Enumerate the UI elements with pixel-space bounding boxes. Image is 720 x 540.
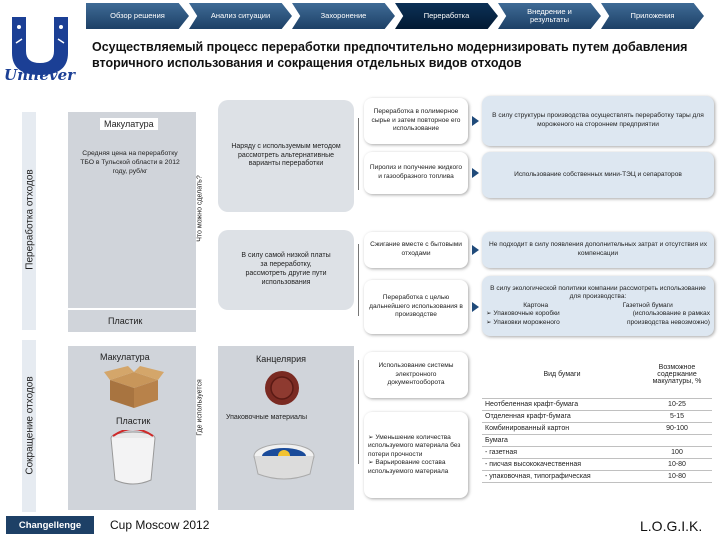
row-value: 10-80 — [642, 470, 712, 483]
table-header: Вид бумаги Возможное содержание макулату… — [482, 352, 712, 399]
arrow-1 — [472, 116, 479, 126]
plastic-title: Пластик — [108, 316, 143, 326]
wax-seal-icon — [265, 371, 299, 405]
tab-landfill[interactable]: Захоронение — [292, 3, 395, 29]
option-pyrolysis: Пиролиз и получение жидкого и газообразн… — [364, 152, 468, 194]
plastic-section — [68, 310, 196, 332]
row-value: 100 — [642, 446, 712, 459]
side-label-reduction: Сокращение отходов — [24, 376, 36, 475]
packaging-bullets-card: ➢ Уменьшение количества используемого ма… — [364, 412, 468, 498]
packaging-label: Упаковочные материалы — [226, 414, 307, 421]
reduction-plastic-label: Пластик — [116, 416, 151, 426]
logo-wordmark: Unilever — [4, 66, 76, 84]
tab-recycling[interactable]: Переработка — [395, 3, 498, 29]
eco-intro: В силу экологической политики компании р… — [490, 284, 706, 301]
paper-section — [68, 112, 196, 308]
bubble-low-fee-line4: использования — [261, 278, 311, 286]
note-mini-chp: Использование собственных мини-ТЭЦ и сеп… — [482, 152, 714, 198]
paper-title: Макулатура — [100, 118, 158, 130]
what-to-do-label: Что можно сделать? — [196, 175, 204, 242]
side-label-recycling: Переработка отходов — [24, 169, 36, 270]
connector-reduction — [358, 360, 359, 464]
eco-item-icecream-note: производства невозможно) — [626, 318, 710, 326]
bubble-low-fee: В силу самой низкой платы за переработку… — [218, 230, 354, 310]
eco-item-boxes: ➢ Упаковочные коробки — [486, 310, 560, 318]
top-navigation: Обзор решения Анализ ситуации Захоронени… — [86, 3, 704, 29]
tab-implementation[interactable]: Внедрение и результаты — [498, 3, 601, 29]
eco-row-1: ➢ Упаковочные коробки (использование в р… — [486, 310, 710, 319]
connector-top — [358, 118, 359, 190]
note-eco-policy: В силу экологической политики компании р… — [482, 276, 714, 336]
side-bar-recycling — [22, 112, 36, 330]
plastic-bucket-icon — [110, 430, 156, 485]
option-incineration: Сжигание вместе с бытовыми отходами — [364, 232, 468, 268]
packaging-bullet-2: ➢ Варьирование состава используемого мат… — [368, 459, 449, 475]
eco-head-cardboard: Картона — [523, 301, 549, 309]
packaging-bullet-1: ➢ Уменьшение количества используемого ма… — [368, 433, 461, 458]
bubble-alternatives: Наряду с используемым методом рассмотрет… — [218, 100, 354, 212]
table-head-content: Возможное содержание макулатуры, % — [642, 352, 712, 399]
ice-cream-tub-icon — [253, 443, 315, 480]
where-used-label: Где используется — [196, 379, 204, 436]
cardboard-box-icon — [104, 366, 164, 408]
eco-item-boxes-note: (использование в рамках — [632, 310, 710, 318]
row-name: - газетная — [482, 446, 642, 459]
row-name: Бумага — [482, 434, 642, 447]
row-value — [642, 434, 712, 447]
team-name: L.O.G.I.K. — [640, 518, 703, 534]
changellenge-logo: Changellenge — [6, 516, 94, 534]
row-name: Неотбеленная крафт-бумага — [482, 398, 642, 411]
reduction-paper-label: Макулатура — [100, 352, 150, 362]
note-not-suitable: Не подходит в силу появления дополнитель… — [482, 232, 714, 268]
side-bar-reduction — [22, 340, 36, 512]
tab-situation-analysis[interactable]: Анализ ситуации — [189, 3, 292, 29]
tab-overview[interactable]: Обзор решения — [86, 3, 189, 29]
eco-row-2: ➢ Упаковки мороженого производства невоз… — [486, 319, 710, 328]
page-title: Осуществляемый процесс переработки предп… — [92, 40, 688, 70]
option-polymer: Переработка в полимерное сырье и затем п… — [364, 98, 468, 144]
row-name: - упаковочная, типографическая — [482, 470, 642, 483]
paper-price-caption: Средняя цена на переработку ТБО в Тульск… — [80, 150, 180, 175]
arrow-2 — [472, 168, 479, 178]
row-name: - писчая высококачественная — [482, 458, 642, 471]
arrow-3 — [472, 245, 479, 255]
row-value: 90-100 — [642, 422, 712, 435]
edms-card: Использование системы электронного докум… — [364, 352, 468, 398]
option-reuse-production: Переработка с целью дальнейшего использо… — [364, 280, 468, 334]
paper-content-table: Вид бумаги Возможное содержание макулату… — [482, 352, 712, 483]
unilever-logo — [12, 17, 68, 75]
row-value: 10-25 — [642, 398, 712, 411]
row-value: 10-80 — [642, 458, 712, 471]
arrow-4 — [472, 302, 479, 312]
bubble-low-fee-line1: В силу самой низкой платы — [241, 252, 331, 260]
eco-head-newsprint: Газетной бумаги — [622, 301, 673, 309]
table-row: Бумага — [482, 434, 712, 447]
row-name: Отделенная крафт-бумага — [482, 410, 642, 423]
eco-heads: Картона Газетной бумаги — [486, 302, 710, 311]
table-head-type: Вид бумаги — [482, 352, 642, 399]
bubble-low-fee-line2: за переработку, — [260, 261, 312, 269]
eco-item-icecream: ➢ Упаковки мороженого — [486, 318, 560, 326]
tab-appendix[interactable]: Приложения — [601, 3, 704, 29]
row-value: 5-15 — [642, 410, 712, 423]
bubble-low-fee-line3: рассмотреть другие пути — [245, 270, 327, 277]
note-third-party: В силу структуры производства осуществля… — [482, 96, 714, 146]
cup-label: Cup Moscow 2012 — [110, 518, 210, 532]
connector-bottom — [358, 244, 359, 316]
stationery-label: Канцелярия — [256, 354, 307, 364]
row-name: Комбинированный картон — [482, 422, 642, 435]
